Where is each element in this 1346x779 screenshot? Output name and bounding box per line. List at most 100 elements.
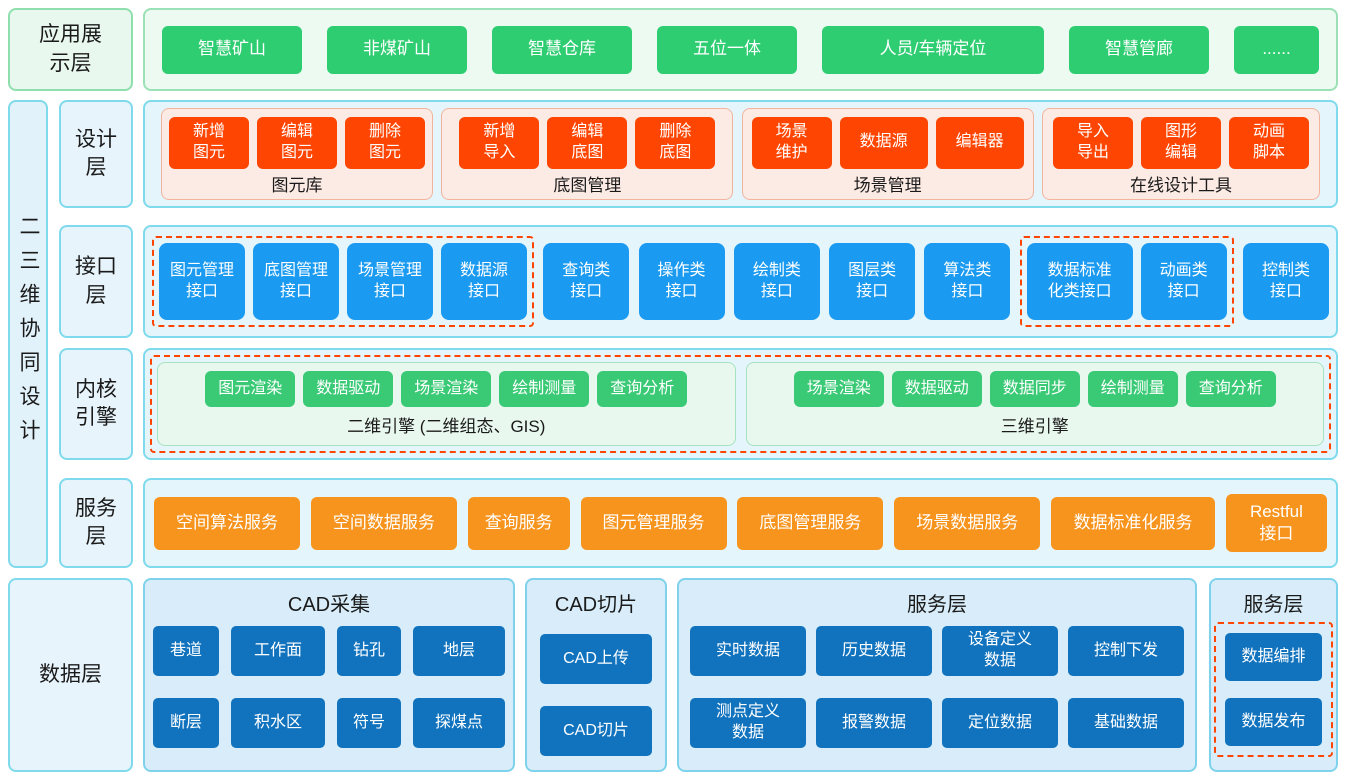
iface-chip-draw-api: 绘制类 接口 — [733, 243, 820, 320]
data-chip-fault: 断层 — [153, 698, 219, 748]
app-chip-personnel-vehicle-positioning: 人员/车辆定位 — [822, 25, 1044, 74]
data-service-title: 服务层 — [907, 593, 967, 616]
cad-collect-title: CAD采集 — [287, 593, 371, 616]
group-basemap-buttons: 新增 导入 编辑 底图 删除 底图 — [459, 116, 716, 169]
group-online-design-buttons: 导入 导出 图形 编辑 动画 脚本 — [1052, 116, 1309, 169]
design-chip-add-import: 新增 导入 — [459, 116, 540, 169]
engine3d-chip-draw-measure: 绘制测量 — [1087, 371, 1178, 407]
side-label-2d3d-collaborative-design: 二三维协同设计 — [8, 100, 48, 568]
service-chip-spatial-data: 空间数据服务 — [310, 496, 457, 550]
data-chip-borehole: 钻孔 — [337, 626, 401, 676]
design-chip-delete-basemap: 删除 底图 — [635, 116, 716, 169]
group-element-library-title: 图元库 — [271, 175, 323, 195]
data-chip-cad-upload: CAD上传 — [540, 634, 652, 684]
data-chip-water-area: 积水区 — [231, 698, 325, 748]
data-chip-alarm-data: 报警数据 — [816, 698, 932, 748]
data-chip-symbol: 符号 — [337, 698, 401, 748]
kernel-layer-label: 内核 引擎 — [59, 348, 133, 460]
engine-3d-title: 三维引擎 — [1000, 417, 1069, 436]
app-chip-smart-mine: 智慧矿山 — [162, 25, 302, 74]
data-chip-data-orchestration: 数据编排 — [1225, 633, 1322, 681]
design-chip-data-source: 数据源 — [839, 116, 928, 169]
cad-slice-title: CAD切片 — [554, 593, 638, 616]
service-chip-spatial-algorithm: 空间算法服务 — [154, 496, 300, 550]
group-online-design-tools: 导入 导出 图形 编辑 动画 脚本 在线设计工具 — [1041, 108, 1320, 200]
engine-2d-title: 二维引擎 (二维组态、GIS) — [347, 417, 546, 436]
group-element-library-buttons: 新增 图元 编辑 图元 删除 图元 — [169, 116, 425, 169]
iface-chip-data-standardization-api: 数据标准 化类接口 — [1026, 243, 1133, 320]
iface-chip-control-api: 控制类 接口 — [1242, 243, 1329, 320]
design-chip-graphic-edit: 图形 编辑 — [1140, 116, 1221, 169]
data-chip-roadway: 巷道 — [153, 626, 219, 676]
data-chip-positioning-data: 定位数据 — [942, 698, 1058, 748]
app-layer-container: 智慧矿山 非煤矿山 智慧仓库 五位一体 人员/车辆定位 智慧管廊 ...... — [143, 8, 1338, 91]
iface-chip-animation-api: 动画类 接口 — [1140, 243, 1227, 320]
iface-chip-layer-api: 图层类 接口 — [829, 243, 916, 320]
data-service-grid: 实时数据 历史数据 设备定义 数据 控制下发 测点定义 数据 报警数据 定位数据… — [690, 626, 1184, 748]
iface-chip-element-mgmt-api: 图元管理 接口 — [159, 243, 245, 320]
data-chip-realtime-data: 实时数据 — [690, 626, 806, 676]
data-publish-dashed-box: 数据编排 数据发布 — [1214, 622, 1333, 757]
engine-3d-group: 场景渲染 数据驱动 数据同步 绘制测量 查询分析 三维引擎 — [745, 362, 1324, 446]
engine-3d-buttons: 场景渲染 数据驱动 数据同步 绘制测量 查询分析 — [793, 371, 1276, 407]
design-chip-edit-element: 编辑 图元 — [257, 116, 337, 169]
service-chip-query: 查询服务 — [467, 496, 570, 550]
design-chip-anim-script: 动画 脚本 — [1228, 116, 1309, 169]
data-layer-label: 数据层 — [8, 578, 133, 772]
service-chip-element-mgmt: 图元管理服务 — [580, 496, 727, 550]
cad-collect-grid: 巷道 工作面 钻孔 地层 断层 积水区 符号 探煤点 — [153, 626, 505, 748]
engine3d-chip-query-analyze: 查询分析 — [1185, 371, 1276, 407]
interface-layer-label: 接口 层 — [59, 225, 133, 338]
data-chip-cad-slice: CAD切片 — [540, 706, 652, 756]
data-chip-stratum: 地层 — [413, 626, 505, 676]
data-service-group: 服务层 实时数据 历史数据 设备定义 数据 控制下发 测点定义 数据 报警数据 … — [677, 578, 1197, 772]
cad-slice-group: CAD切片 CAD上传 CAD切片 — [525, 578, 667, 772]
design-layer-container: 新增 图元 编辑 图元 删除 图元 图元库 新增 导入 编辑 底图 删除 底图 … — [143, 100, 1338, 208]
service-layer-container: 空间算法服务 空间数据服务 查询服务 图元管理服务 底图管理服务 场景数据服务 … — [143, 478, 1338, 568]
data-chip-coal-probe: 探煤点 — [413, 698, 505, 748]
service-chip-data-standardization: 数据标准化服务 — [1051, 496, 1216, 550]
app-chip-smart-warehouse: 智慧仓库 — [492, 25, 632, 74]
iface-chip-datasource-api: 数据源 接口 — [441, 243, 527, 320]
engine2d-chip-data-drive: 数据驱动 — [303, 371, 394, 407]
iface-chip-operate-api: 操作类 接口 — [638, 243, 725, 320]
interface-layer-container: 图元管理 接口 底图管理 接口 场景管理 接口 数据源 接口 查询类 接口 操作… — [143, 225, 1338, 338]
engine2d-chip-scene-render: 场景渲染 — [401, 371, 492, 407]
design-chip-import-export: 导入 导出 — [1052, 116, 1133, 169]
data-publish-group: 服务层 数据编排 数据发布 — [1209, 578, 1338, 772]
service-chip-restful-api: Restful 接口 — [1225, 494, 1327, 552]
design-chip-add-element: 新增 图元 — [169, 116, 249, 169]
app-chip-five-in-one: 五位一体 — [657, 25, 797, 74]
app-chip-ellipsis: ...... — [1234, 25, 1319, 74]
kernel-layer-container: 图元渲染 数据驱动 场景渲染 绘制测量 查询分析 二维引擎 (二维组态、GIS)… — [143, 348, 1338, 460]
iface-chip-basemap-mgmt-api: 底图管理 接口 — [253, 243, 339, 320]
service-chip-scene-data: 场景数据服务 — [894, 496, 1041, 550]
iface-chip-algorithm-api: 算法类 接口 — [924, 243, 1011, 320]
design-chip-delete-element: 删除 图元 — [345, 116, 425, 169]
data-chip-data-publish: 数据发布 — [1225, 698, 1322, 746]
iface-chip-scene-mgmt-api: 场景管理 接口 — [347, 243, 433, 320]
design-chip-editor: 编辑器 — [935, 116, 1024, 169]
design-chip-edit-basemap: 编辑 底图 — [547, 116, 628, 169]
design-chip-scene-maintain: 场景 维护 — [751, 116, 832, 169]
engine-2d-buttons: 图元渲染 数据驱动 场景渲染 绘制测量 查询分析 — [205, 371, 688, 407]
engine2d-chip-query-analyze: 查询分析 — [597, 371, 688, 407]
app-layer-label: 应用展 示层 — [8, 8, 133, 91]
group-scene-title: 场景管理 — [853, 175, 922, 195]
data-chip-point-def-data: 测点定义 数据 — [690, 698, 806, 748]
engine3d-chip-data-drive: 数据驱动 — [891, 371, 982, 407]
data-chip-history-data: 历史数据 — [816, 626, 932, 676]
group-online-design-title: 在线设计工具 — [1129, 175, 1232, 195]
engine2d-chip-draw-measure: 绘制测量 — [499, 371, 590, 407]
group-basemap-title: 底图管理 — [553, 175, 622, 195]
data-chip-basic-data: 基础数据 — [1068, 698, 1184, 748]
interface-dashed-group-management: 图元管理 接口 底图管理 接口 场景管理 接口 数据源 接口 — [152, 236, 534, 327]
cad-slice-buttons: CAD上传 CAD切片 — [540, 634, 652, 756]
data-chip-control-dispatch: 控制下发 — [1068, 626, 1184, 676]
group-element-library: 新增 图元 编辑 图元 删除 图元 图元库 — [161, 108, 433, 200]
kernel-dashed-wrapper: 图元渲染 数据驱动 场景渲染 绘制测量 查询分析 二维引擎 (二维组态、GIS)… — [150, 355, 1331, 453]
iface-chip-query-api: 查询类 接口 — [543, 243, 630, 320]
group-scene-buttons: 场景 维护 数据源 编辑器 — [751, 116, 1024, 169]
data-chip-working-face: 工作面 — [231, 626, 325, 676]
